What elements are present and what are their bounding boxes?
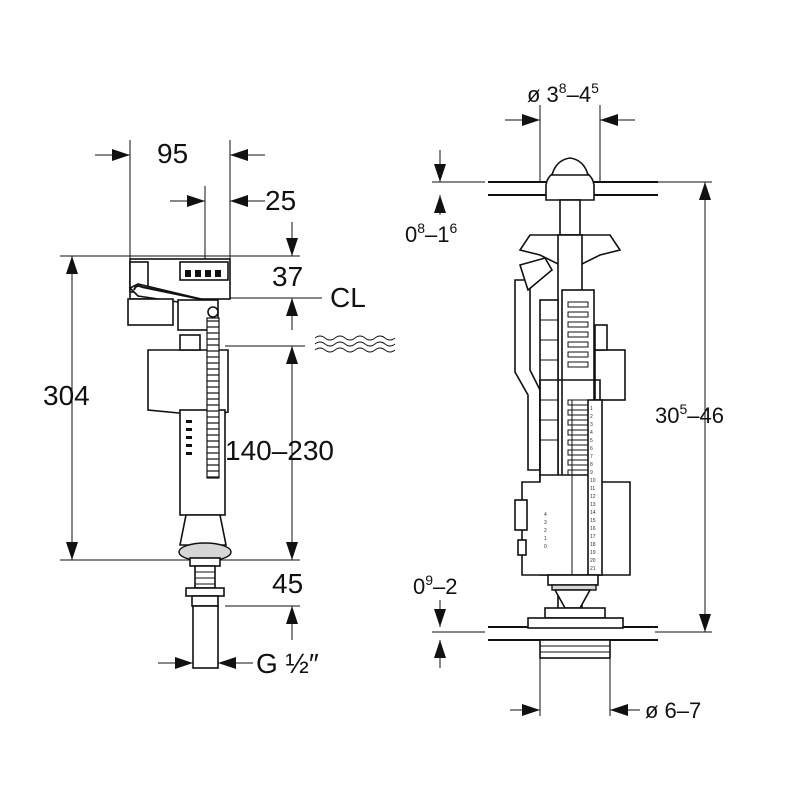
scale-large-tick: 5 (590, 438, 593, 444)
scale-large-tick: 16 (590, 526, 596, 532)
scale-large-tick: 17 (590, 534, 596, 540)
scale-large-tick: 3 (590, 422, 593, 428)
right-dim-height-label: 305–46 (655, 401, 724, 428)
left-dim-offset-label: 25 (265, 185, 296, 216)
scale-small-tick: 3 (544, 520, 547, 526)
right-dim-top-label: ø 38–45 (527, 80, 599, 107)
left-dim-width-label: 95 (157, 138, 188, 169)
scale-large-tick: 11 (590, 486, 595, 492)
scale-large-tick: 8 (590, 462, 593, 468)
scale-small-tick: 1 (544, 536, 547, 542)
fill-valve-drawing: 95 25 37 CL 304 140–230 45 G ½″ (43, 138, 396, 679)
scale-small-tick: 0 (544, 544, 547, 550)
scale-large-tick: 12 (590, 494, 596, 500)
scale-large-tick: 20 (590, 558, 596, 564)
scale-large-tick: 2 (590, 414, 593, 420)
scale-large-tick: 7 (590, 454, 593, 460)
thread-label: G ½″ (256, 648, 319, 679)
scale-large-tick: 10 (590, 478, 596, 484)
scale-large-tick: 15 (590, 518, 596, 524)
left-dim-bottom-label: 45 (272, 568, 303, 599)
scale-large-tick: 4 (590, 430, 593, 436)
scale-large-tick: 21 (590, 566, 596, 572)
scale-large-tick: 9 (590, 470, 593, 476)
scale-small-tick: 2 (544, 528, 547, 534)
scale-small-tick: 4 (544, 512, 547, 518)
left-dim-range-label: 140–230 (225, 435, 334, 466)
scale-large-tick: 18 (590, 542, 596, 548)
right-dim-hole-label: ø 6–7 (645, 698, 701, 723)
right-dim-gap-bottom-label: 09–2 (413, 572, 458, 599)
left-dim-top-label: 37 (272, 261, 303, 292)
scale-large-tick: 13 (590, 502, 596, 508)
scale-large-tick: 14 (590, 510, 596, 516)
left-dim-height-label: 304 (43, 380, 90, 411)
scale-large-tick: 6 (590, 446, 593, 452)
scale-large-tick: 19 (590, 550, 596, 556)
right-dim-gap-top-label: 08–16 (405, 220, 458, 247)
critical-level-label: CL (330, 282, 366, 313)
scale-large-tick: 1 (590, 406, 593, 412)
scale-small: 4 3 2 1 0 (544, 512, 547, 550)
